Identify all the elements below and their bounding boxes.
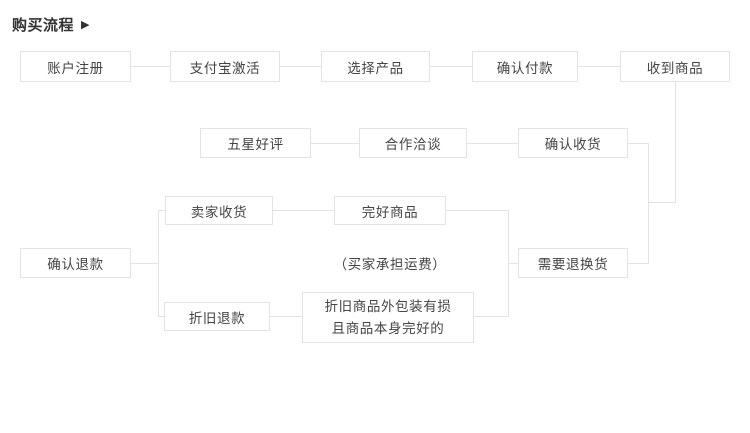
- connector-right-rail: [648, 143, 649, 263]
- node-label: 需要退换货: [537, 257, 609, 273]
- section-title: 购买流程 ▶: [12, 16, 89, 34]
- note-shipping-cost: （买家承担运费）: [318, 248, 462, 278]
- connector-r2-2: [466, 143, 518, 144]
- node-label: 合作洽谈: [384, 137, 442, 153]
- connector-seller-to-intact: [272, 210, 334, 211]
- node-label: 卖家收货: [190, 204, 248, 221]
- connector-rail-to-return: [628, 263, 649, 264]
- node-label: 确认收货: [544, 137, 602, 153]
- connector-return-left: [508, 263, 518, 264]
- node-label: 选择产品: [347, 60, 404, 77]
- node-confirm-refund[interactable]: 确认退款: [20, 248, 131, 278]
- node-label: 完好商品: [361, 204, 419, 221]
- node-depreciation-refund[interactable]: 折旧退款: [164, 302, 270, 331]
- node-need-return-exchange[interactable]: 需要退换货: [518, 248, 628, 278]
- node-label: 折旧退款: [188, 310, 246, 327]
- connector-r1-1: [131, 66, 171, 67]
- connector-rail-to-confirm-receipt: [628, 143, 649, 144]
- node-seller-receives[interactable]: 卖家收货: [165, 196, 273, 225]
- triangle-right-icon: ▶: [81, 18, 90, 31]
- connector-r1-4: [577, 66, 621, 67]
- connector-refund-right: [131, 263, 159, 264]
- connector-rail-to-depreciation: [158, 316, 166, 317]
- node-cooperation-talk[interactable]: 合作洽谈: [359, 128, 467, 158]
- connector-receive-down: [675, 82, 676, 202]
- node-confirm-payment[interactable]: 确认付款: [472, 51, 578, 82]
- page-title: 购买流程: [12, 16, 75, 34]
- node-receive-goods[interactable]: 收到商品: [620, 51, 730, 82]
- connector-mid-rail: [508, 210, 509, 316]
- node-label: 收到商品: [646, 60, 704, 77]
- node-label: 账户注册: [47, 60, 104, 77]
- connector-r1-3: [429, 66, 473, 67]
- node-label-line2: 且商品本身完好的: [331, 320, 445, 337]
- connector-intact-to-rail: [446, 210, 509, 211]
- node-intact-goods[interactable]: 完好商品: [334, 196, 446, 225]
- node-label: 支付宝激活: [189, 60, 261, 77]
- node-account-registration[interactable]: 账户注册: [20, 51, 131, 82]
- connector-rail-to-seller: [158, 210, 166, 211]
- connector-r1-2: [280, 66, 322, 67]
- node-label: 确认付款: [496, 60, 554, 77]
- connector-left-rail: [158, 210, 159, 316]
- node-confirm-receipt[interactable]: 确认收货: [518, 128, 628, 158]
- connector-depreciation-to-note: [269, 316, 302, 317]
- node-alipay-activation[interactable]: 支付宝激活: [170, 51, 280, 82]
- node-select-product[interactable]: 选择产品: [321, 51, 430, 82]
- connector-receive-left: [648, 202, 676, 203]
- node-label: 确认退款: [47, 257, 104, 273]
- connector-r2-1: [311, 143, 360, 144]
- node-label: 五星好评: [227, 137, 284, 153]
- node-label-line1: 折旧商品外包装有损: [324, 298, 452, 315]
- node-damaged-package-note[interactable]: 折旧商品外包装有损 且商品本身完好的: [302, 292, 474, 343]
- note-label: （买家承担运费）: [333, 257, 447, 273]
- node-five-star-review[interactable]: 五星好评: [200, 128, 311, 158]
- connector-damaged-to-rail: [474, 316, 509, 317]
